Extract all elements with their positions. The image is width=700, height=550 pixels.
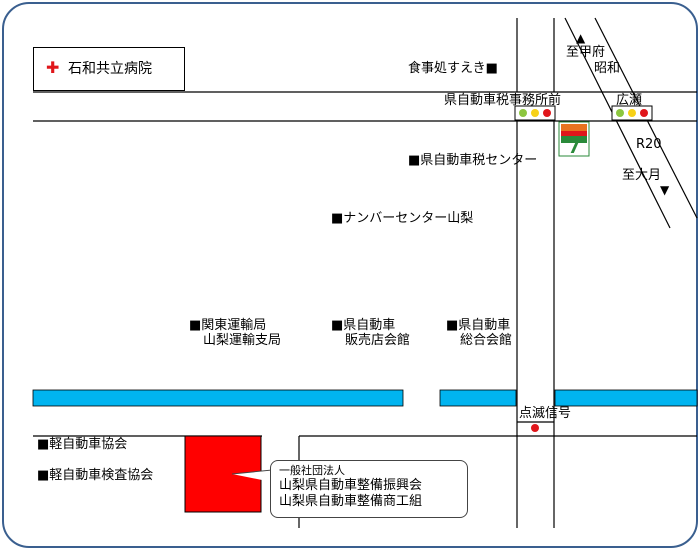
to-otsuki-label: 至大月 [622, 168, 662, 183]
hospital-name: 石和共立病院 [68, 61, 152, 77]
callout-org-name-2: 山梨県自動車整備商工組 [279, 494, 423, 509]
dealers-hall-label-2: 販売店会館 [345, 333, 411, 348]
route-label: R20 [636, 137, 662, 152]
dealers-hall-label-1: ■県自動車 [331, 318, 396, 333]
to-kofu-label: 至甲府 [566, 45, 606, 60]
red-cross-icon: ✚ [46, 58, 60, 77]
signal-light-yellow [628, 109, 636, 117]
kanto-transport-label: ■関東運輸局 [189, 318, 267, 333]
hirose-label: 広瀬 [616, 93, 643, 108]
showa-label: 昭和 [594, 61, 621, 76]
callout-org-type: 一般社団法人 [279, 464, 345, 477]
number-center-label: ■ナンバーセンター山梨 [331, 211, 474, 226]
signal-light-yellow [531, 109, 539, 117]
association-callout: 一般社団法人 山梨県自動車整備振興会 山梨県自動車整備商工組 [270, 460, 468, 518]
convenience-store-icon: 7 [558, 121, 590, 158]
yamanashi-transport-branch-label: 山梨運輸支局 [203, 333, 282, 348]
diagonal-road-a [564, 17, 671, 229]
callout-org-name-1: 山梨県自動車整備振興会 [279, 478, 423, 493]
tax-center-label: ■県自動車税センター [408, 153, 538, 168]
blinking-signal-label: 点滅信号 [519, 406, 572, 421]
general-hall-label-1: ■県自動車 [446, 318, 511, 333]
general-hall-label-2: 総合会館 [460, 333, 513, 348]
river-segment-left [32, 389, 404, 407]
light-car-association-label: ■軽自動車協会 [37, 437, 128, 452]
signal-light-red [640, 109, 648, 117]
river-segment-right [554, 389, 698, 407]
signal-light-red [543, 109, 551, 117]
light-car-inspection-label: ■軽自動車検査協会 [37, 468, 154, 483]
down-arrow-icon: ▼ [660, 183, 670, 197]
river-segment-mid [439, 389, 517, 407]
signal-light-green [519, 109, 527, 117]
blinking-signal-light [531, 424, 539, 432]
hospital-label-box: ✚ 石和共立病院 [33, 47, 185, 91]
up-arrow-icon: ▲ [576, 31, 586, 45]
tax-office-signal-label: 県自動車税事務所前 [444, 93, 562, 108]
signal-light-green [616, 109, 624, 117]
restaurant-label: 食事処すえき■ [408, 61, 498, 76]
svg-text:7: 7 [568, 138, 580, 158]
